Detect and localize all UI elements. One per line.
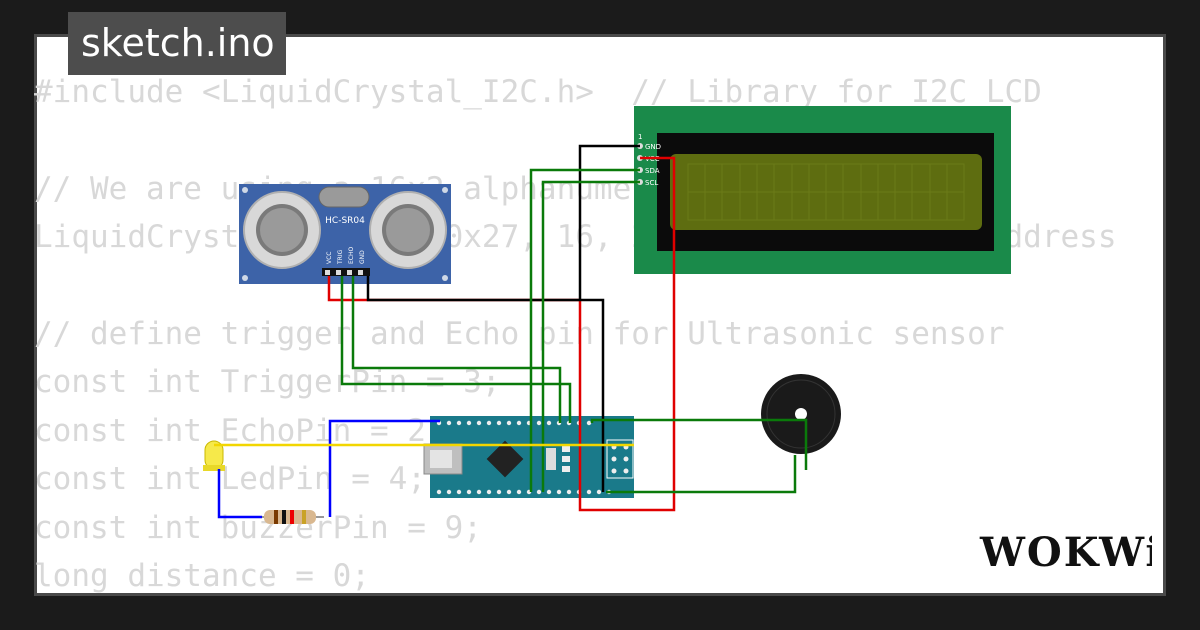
- code-line: // define trigger and Echo pin for Ultra…: [34, 315, 1005, 352]
- lcd-pin-label: SCL: [645, 179, 658, 187]
- wire-buzzer-gnd[interactable]: [606, 455, 797, 494]
- wire-scl[interactable]: [541, 180, 640, 492]
- wire-buzzer-signal[interactable]: [590, 418, 808, 470]
- code-line: long distance = 0;: [34, 557, 370, 594]
- lcd-display[interactable]: 1 GND VCC SDA SCL: [634, 106, 1011, 274]
- sensor-header: [322, 268, 370, 276]
- wire-led-cathode[interactable]: [217, 469, 262, 519]
- sensor-pin-label: VCC: [326, 252, 333, 264]
- lcd-character-grid: [687, 163, 965, 221]
- nano-chip: [486, 440, 524, 478]
- buzzer[interactable]: [761, 374, 841, 454]
- sensor-model-label: HC-SR04: [325, 216, 365, 226]
- code-line: const int TriggerPin = 3;: [34, 364, 501, 401]
- wire-gnd-sensor[interactable]: [366, 276, 605, 492]
- wire-led-resistor[interactable]: [328, 419, 440, 517]
- logo-text: WOKWi: [979, 529, 1152, 576]
- wires: [214, 144, 808, 519]
- wire-echo[interactable]: [351, 276, 562, 423]
- code-line: #include <LiquidCrystal_I2C.h> // Librar…: [34, 74, 1042, 110]
- sensor-pin-label: TRIG: [337, 249, 344, 265]
- wokwi-logo: WOKWi: [979, 529, 1152, 576]
- sensor-pin-label: GND: [359, 250, 366, 264]
- sensor-pin-label: ECHO: [348, 247, 355, 264]
- lcd-pin-one-mark: 1: [638, 133, 642, 141]
- icsp-header: [606, 439, 634, 479]
- resistor[interactable]: [254, 510, 324, 524]
- file-tab[interactable]: sketch.ino: [68, 12, 286, 75]
- code-line: const int buzzerPin = 9;: [34, 509, 482, 546]
- lcd-pin-label: SDA: [645, 167, 660, 175]
- wire-vcc[interactable]: [327, 156, 676, 512]
- code-background: #include <LiquidCrystal_I2C.h> // Librar…: [34, 68, 1117, 600]
- ultrasonic-sensor[interactable]: HC-SR04 VCC TRIG ECHO GND: [239, 184, 451, 284]
- yellow-led[interactable]: [203, 440, 225, 471]
- sensor-crystal: [318, 186, 370, 208]
- wire-sda[interactable]: [529, 168, 640, 492]
- reset-button[interactable]: [546, 448, 556, 470]
- code-line: const int LedPin = 4;: [34, 461, 426, 498]
- lcd-pin-label: GND: [645, 143, 661, 151]
- wire-trig[interactable]: [340, 276, 572, 423]
- wire-gnd-lcd[interactable]: [578, 144, 640, 300]
